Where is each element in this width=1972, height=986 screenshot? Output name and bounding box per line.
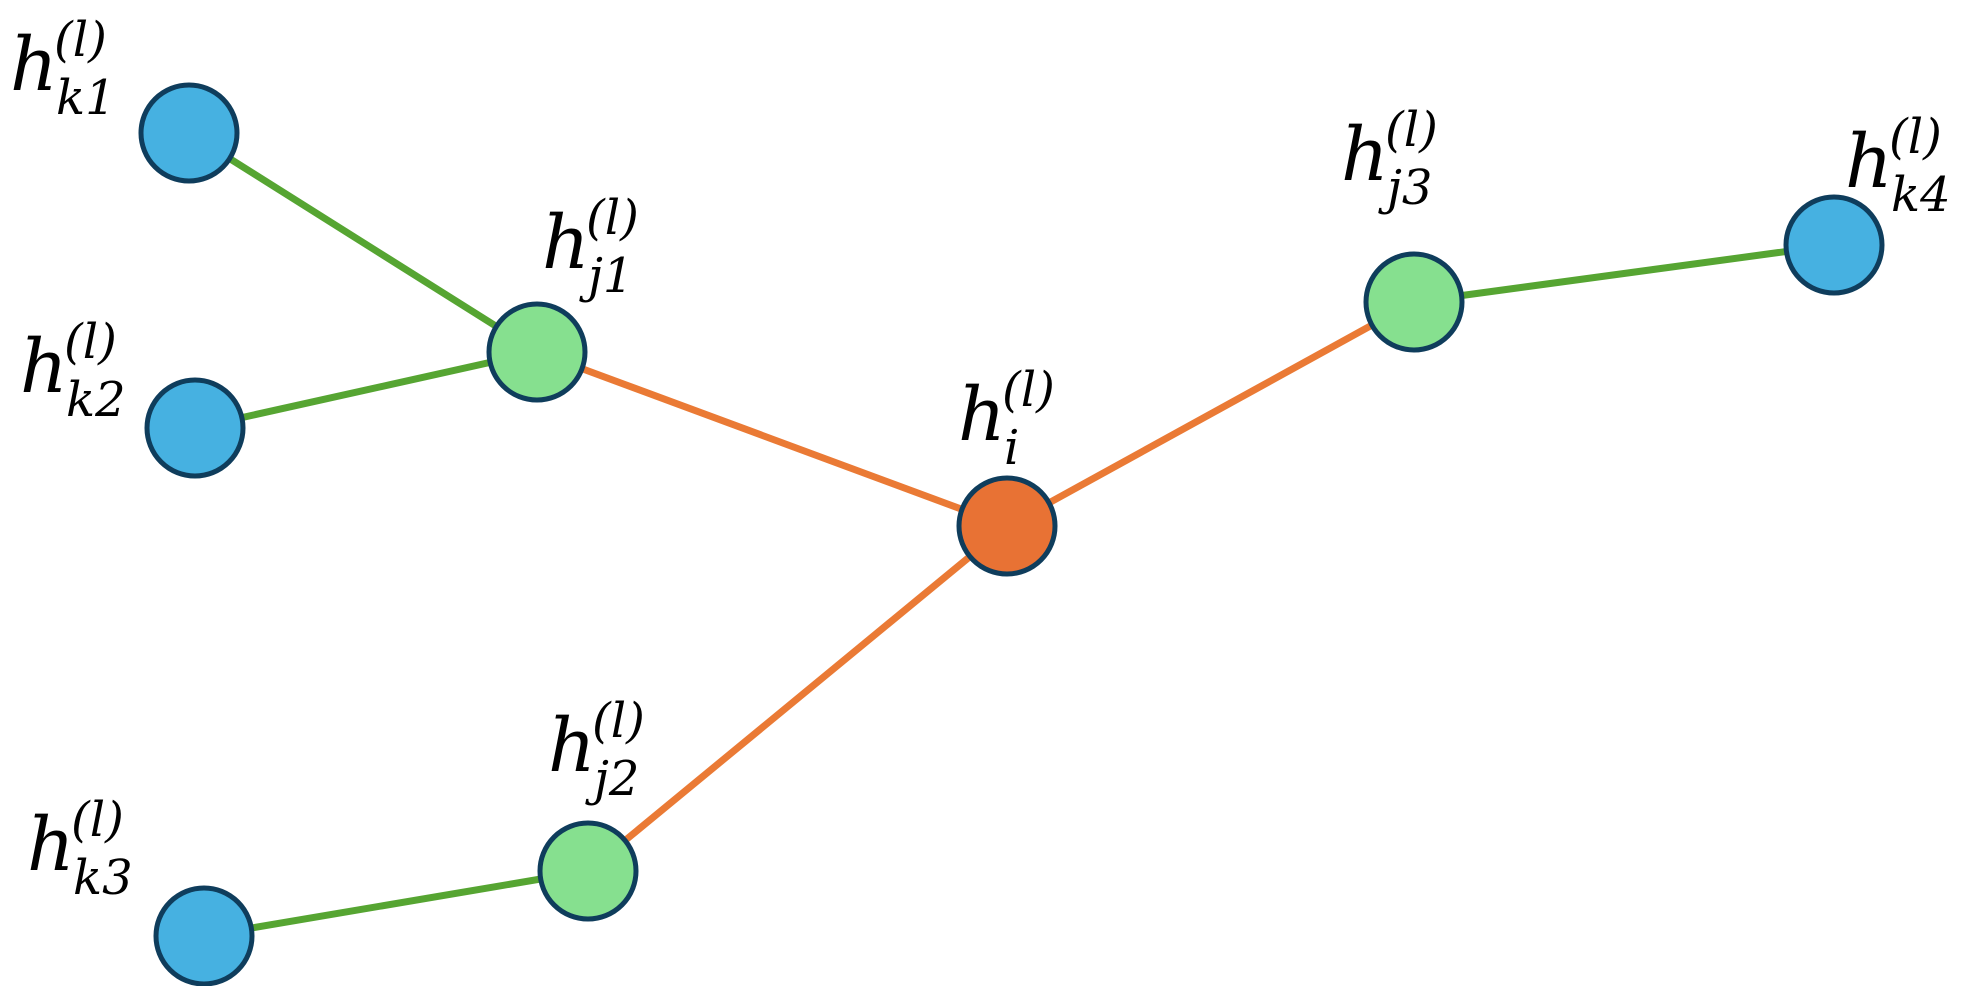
label-subscript-k4: k4	[1891, 167, 1951, 223]
label-subscript-k3: k3	[73, 850, 133, 906]
edge-j3-k4	[1413, 241, 1835, 306]
label-symbol-j1: h	[542, 200, 590, 286]
label-subscript-k1: k1	[56, 70, 116, 126]
node-label-j3: h(l)j3	[1341, 102, 1438, 216]
label-superscript-k1: (l)	[54, 12, 107, 68]
edge-i-j3	[1005, 298, 1416, 530]
label-superscript-k4: (l)	[1889, 109, 1942, 165]
edge-j1-k1	[187, 130, 539, 355]
edge-j2-k3	[203, 867, 589, 940]
node-label-k3: h(l)k3	[27, 792, 133, 906]
label-symbol-j3: h	[1341, 112, 1389, 198]
label-subscript-j2: j2	[585, 751, 639, 807]
label-symbol-k3: h	[27, 802, 75, 888]
node-label-j2: h(l)j2	[548, 693, 645, 807]
node-label-k4: h(l)k4	[1845, 109, 1951, 223]
label-subscript-j3: j3	[1378, 160, 1432, 216]
nodes-layer	[138, 82, 1885, 986]
label-symbol-k1: h	[10, 22, 58, 108]
label-symbol-k2: h	[20, 324, 68, 410]
node-k4	[1783, 194, 1885, 296]
label-superscript-j2: (l)	[592, 693, 645, 749]
node-label-k2: h(l)k2	[20, 314, 126, 428]
node-label-k1: h(l)k1	[10, 12, 116, 126]
node-k1	[138, 82, 240, 184]
node-label-i: h(l)i	[958, 362, 1055, 476]
node-i	[956, 475, 1058, 577]
label-superscript-k3: (l)	[71, 792, 124, 848]
edge-i-j1	[535, 348, 1009, 530]
label-superscript-i: (l)	[1002, 362, 1055, 418]
node-k2	[144, 377, 246, 479]
label-subscript-j1: j1	[579, 248, 633, 304]
label-superscript-j1: (l)	[586, 190, 639, 246]
edge-j1-k2	[194, 348, 538, 432]
label-superscript-k2: (l)	[64, 314, 117, 370]
label-subscript-k2: k2	[66, 372, 126, 428]
node-k3	[153, 885, 255, 986]
label-subscript-i: i	[1004, 420, 1019, 476]
label-superscript-j3: (l)	[1385, 102, 1438, 158]
node-j1	[486, 301, 588, 403]
labels-layer: h(l)ih(l)j1h(l)j2h(l)j3h(l)k1h(l)k2h(l)k…	[10, 12, 1951, 906]
edge-i-j2	[585, 523, 1010, 874]
label-symbol-j2: h	[548, 703, 596, 789]
node-j2	[537, 820, 639, 922]
label-symbol-i: h	[958, 372, 1006, 458]
edges-layer	[187, 130, 1835, 940]
label-symbol-k4: h	[1845, 119, 1893, 205]
node-j3	[1363, 251, 1465, 353]
node-label-j1: h(l)j1	[542, 190, 639, 304]
